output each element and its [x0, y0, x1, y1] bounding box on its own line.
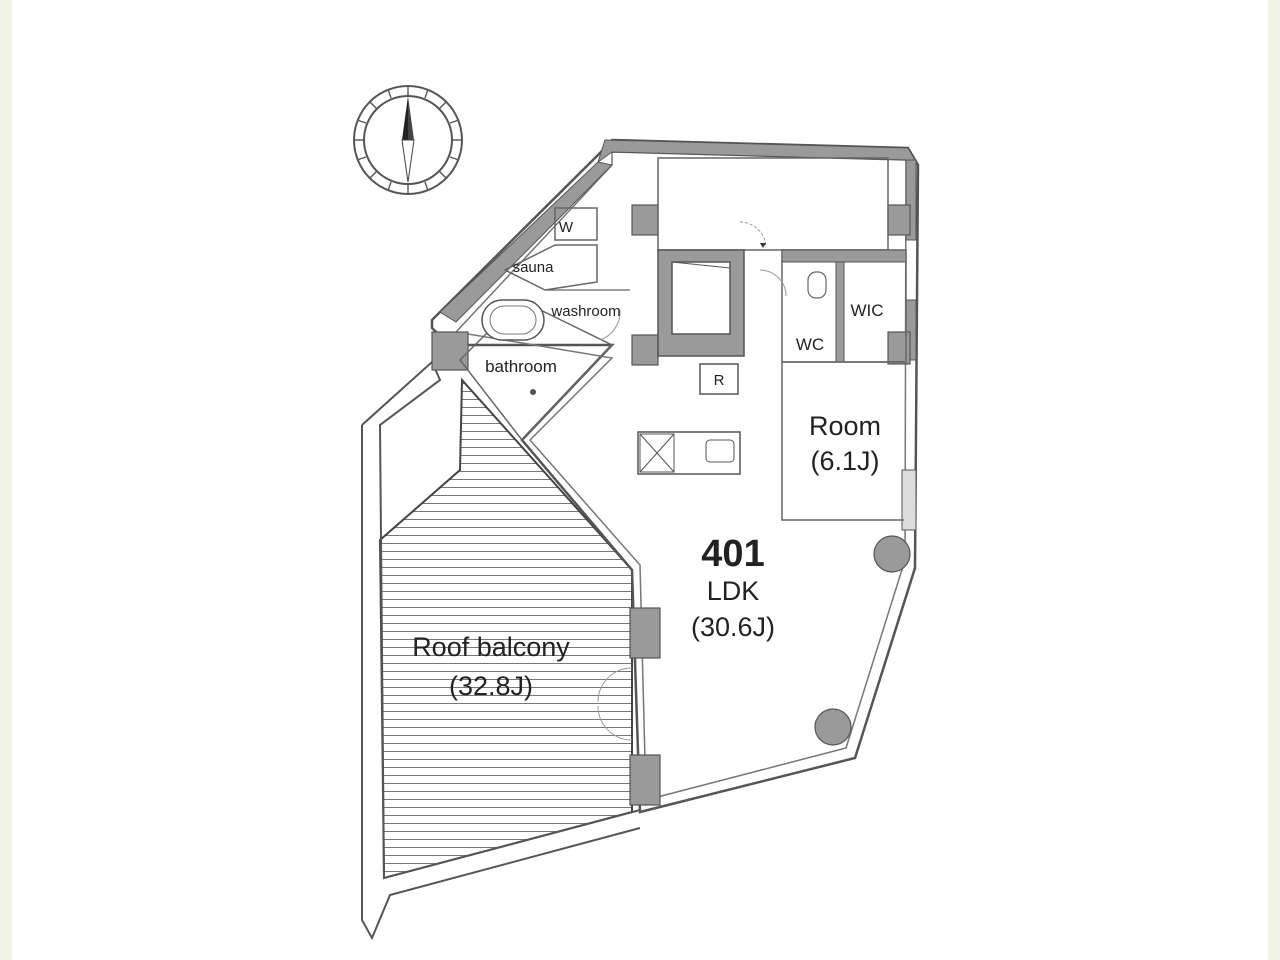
refrigerator-box: [699, 363, 739, 395]
roof-balcony-area: [378, 377, 633, 880]
compass-icon: [353, 85, 463, 195]
bedroom-walls: [781, 361, 906, 521]
balcony-area: (32.8J): [449, 671, 533, 701]
unit-number: 401: [701, 533, 764, 575]
balcony-doors: [597, 667, 633, 741]
ldk-name: LDK: [707, 576, 760, 606]
wc-wic-block: [759, 249, 907, 363]
ldk-area: (30.6J): [691, 612, 775, 642]
washroom-label: washroom: [550, 303, 620, 320]
w-label: W: [559, 219, 574, 236]
balcony-parapet: [361, 360, 641, 941]
wet-area: [459, 207, 630, 442]
room-name: Room: [809, 411, 881, 441]
kitchen-island: [637, 431, 741, 475]
wc-label: WC: [796, 335, 824, 354]
sauna-label: sauna: [513, 259, 555, 276]
bathroom-label: bathroom: [485, 357, 557, 376]
wic-label: WIC: [850, 301, 883, 320]
refrigerator-label: R: [714, 372, 725, 389]
balcony-name: Roof balcony: [412, 632, 570, 662]
entrance-hall: [657, 157, 889, 251]
stair-core: [657, 249, 745, 357]
room-area: (6.1J): [810, 446, 879, 476]
